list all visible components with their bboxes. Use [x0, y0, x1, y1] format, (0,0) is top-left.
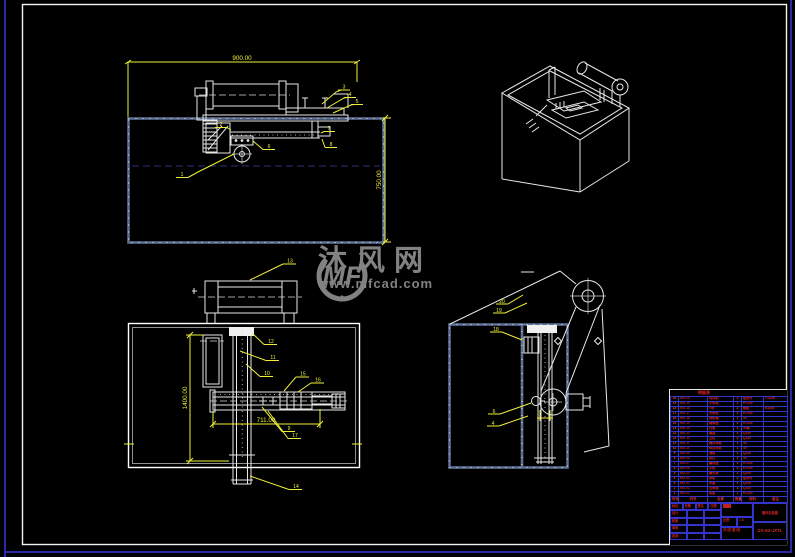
title-block-cell [704, 525, 721, 533]
title-block-cell: 处数 [682, 503, 696, 511]
title-block-cell [687, 510, 704, 518]
title-block: 标记 处数 签名 日期 设计 校核 审核 批准 [670, 503, 787, 541]
revision-stamp [723, 504, 731, 508]
table-cell: 名称 [707, 496, 734, 503]
title-block-cell: 1:5 [737, 516, 753, 528]
balloon-label: 11 [270, 355, 275, 361]
balloon-label: 4 [349, 92, 352, 98]
balloon-label: 12 [268, 339, 274, 345]
title-block-cell: 审核 [670, 525, 687, 533]
balloon-label: 7 [328, 126, 331, 132]
balloon-label: 3 [343, 85, 346, 91]
title-block-cell [687, 532, 704, 541]
title-block-cell: 签名 [695, 503, 709, 511]
balloon-label: 20 [499, 299, 505, 305]
plan-view: 1400.00 711.00 13 12 11 10 15 16 9 17 14 [124, 259, 362, 490]
title-block-mark-cell [721, 503, 753, 517]
title-block-sheet-cell: 共1张 第1张 [721, 527, 753, 540]
balloon-label: 17 [292, 433, 298, 439]
table-cell: 材料 [741, 496, 764, 503]
parts-list-title: 明细表 [698, 390, 710, 395]
title-block-cell [687, 525, 704, 533]
balloon-label: 6 [268, 144, 271, 150]
table-row: 序号代号名称数量材料备注 [670, 496, 788, 503]
title-block-cell: 日期 [708, 503, 721, 511]
sheet-frame [4, 0, 792, 557]
title-block-cell [704, 510, 721, 518]
title-block-cell [687, 517, 704, 526]
title-block-cell: 校核 [670, 517, 687, 526]
drawing-name-cell: 磨床总装图 [753, 503, 787, 523]
balloon-label: 1 [181, 172, 184, 178]
title-block-cell: 标记 [670, 503, 683, 511]
balloon-label: 19 [496, 308, 502, 314]
balloon-label: 14 [293, 484, 299, 490]
front-view: 900.00 750.00 3 4 5 2 6 7 8 1 [124, 55, 391, 246]
balloon-label: 6 [493, 409, 496, 415]
table-cell: 代号 [678, 496, 708, 503]
drawing-number-cell: ZX-GX-JXTL [753, 522, 787, 540]
balloon-label: 15 [300, 372, 306, 378]
title-block-cell [704, 517, 721, 526]
balloon-label: 18 [493, 327, 499, 333]
dimension-text: 750.00 [376, 170, 383, 190]
balloon-label: 9 [288, 426, 291, 432]
balloon-label: 4 [492, 421, 495, 427]
balloon-label: 13 [287, 259, 293, 265]
table-cell: 序号 [670, 496, 679, 503]
isometric-view [501, 61, 630, 193]
balloon-label: 16 [315, 378, 321, 384]
balloon-label: 2 [220, 122, 223, 128]
side-view: 20 19 18 6 4 [448, 270, 610, 469]
parts-table-header: 序号代号名称数量材料备注 [670, 496, 788, 503]
dimension-text: 711.00 [257, 417, 276, 424]
title-block-cell: 批准 [670, 532, 687, 541]
dimension-text: 900.00 [232, 55, 252, 62]
balloon-label: 5 [356, 99, 359, 105]
balloon-label: 8 [330, 142, 333, 148]
dimension-text: 1400.00 [182, 386, 189, 409]
balloon-label: 10 [264, 371, 270, 377]
title-block-cell: 设计 [670, 510, 687, 518]
title-block-cell [704, 532, 721, 541]
title-block-cell: 比例 [721, 516, 737, 528]
table-cell: 备注 [763, 496, 788, 503]
table-cell: 数量 [733, 496, 742, 503]
